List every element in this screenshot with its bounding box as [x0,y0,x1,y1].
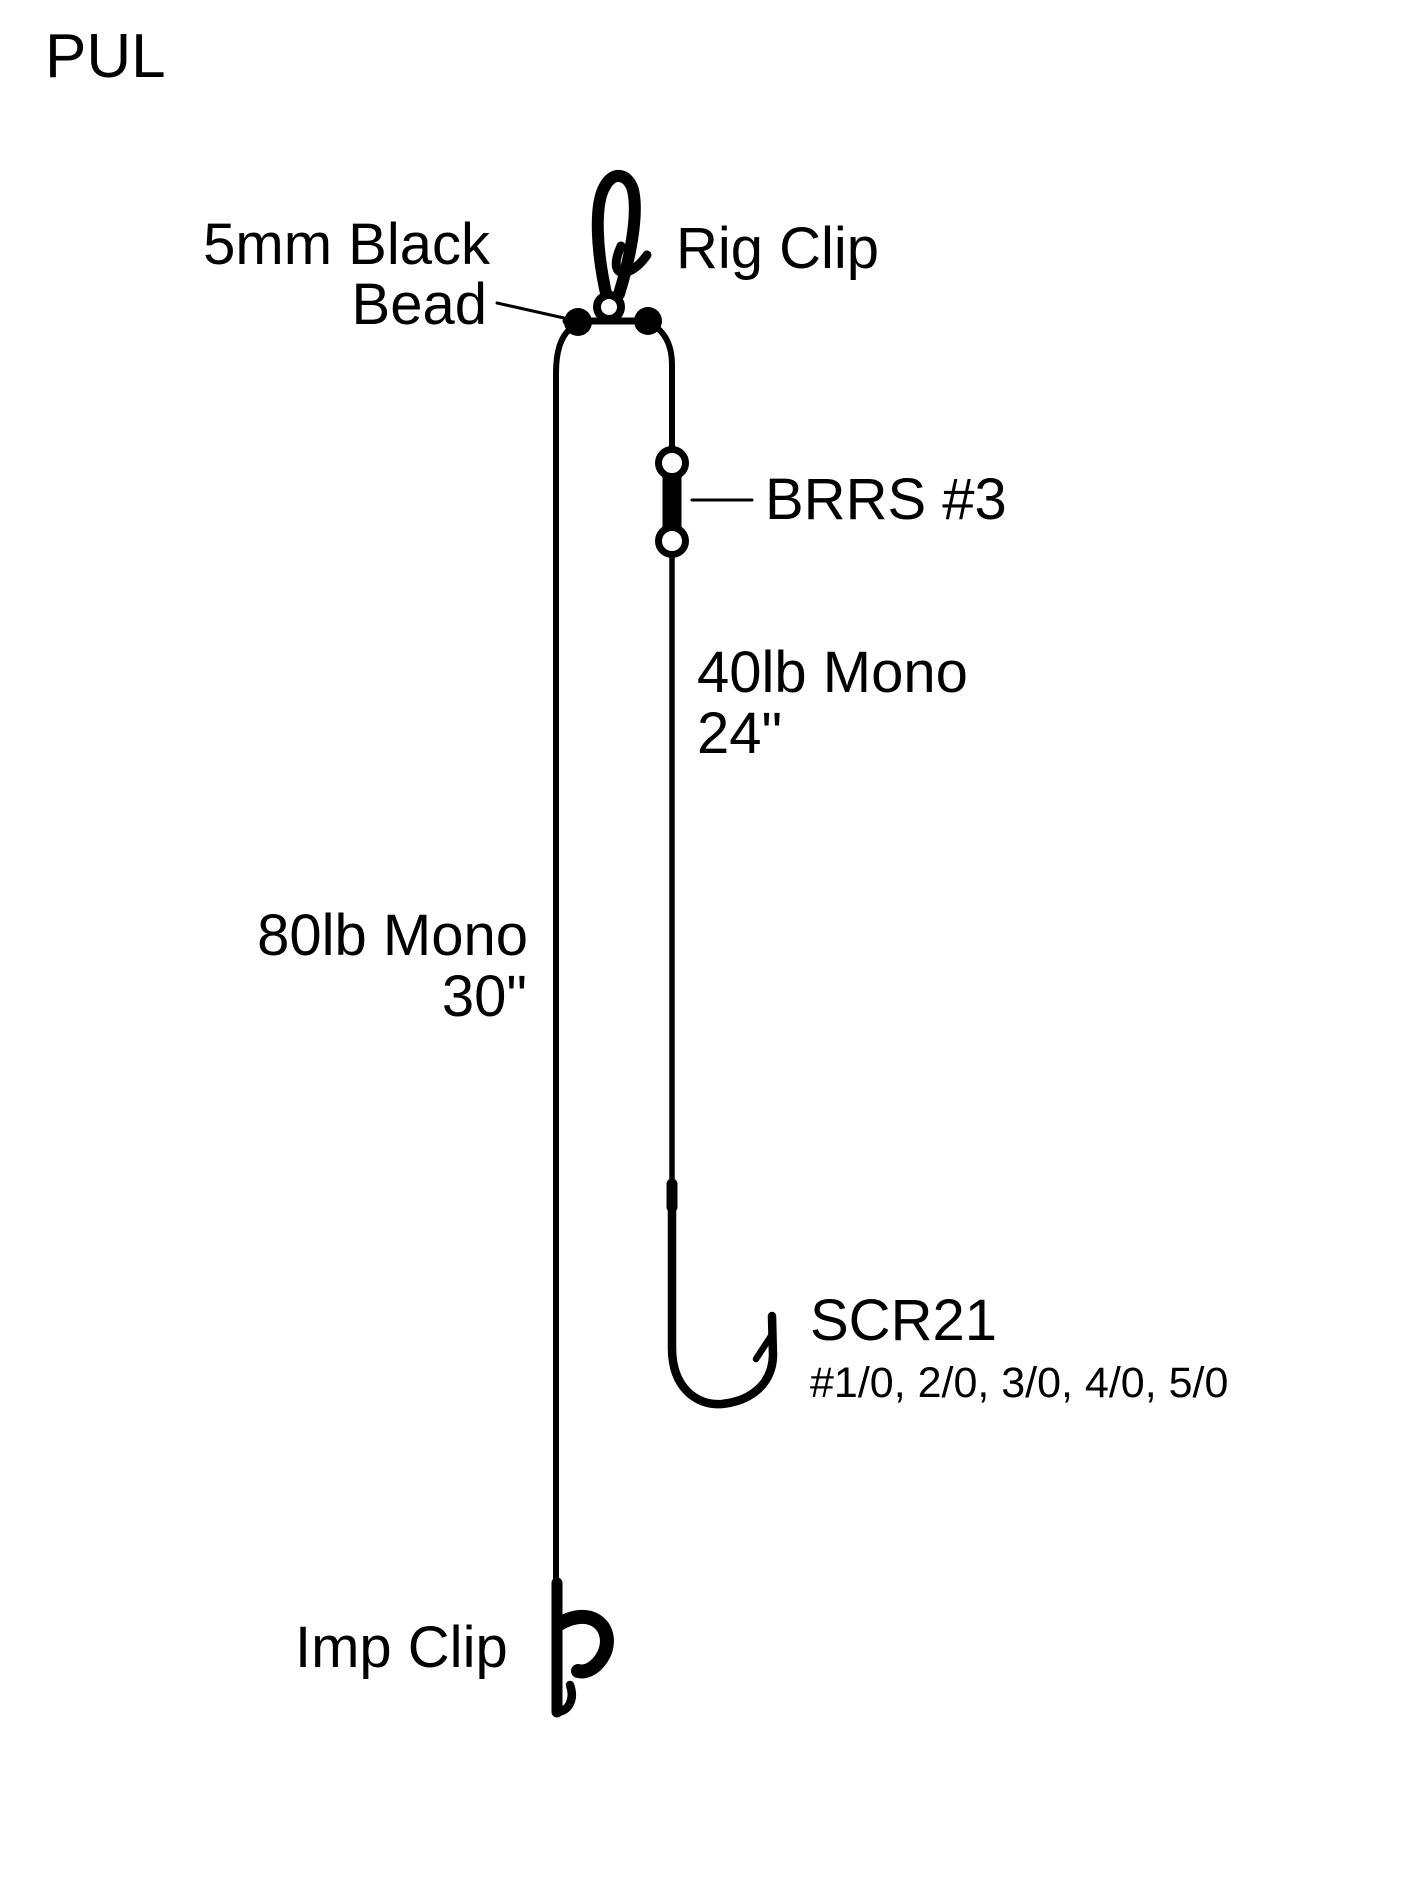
bead-label-line1: 5mm Black [203,212,491,277]
black-bead-right [634,307,662,335]
rig-clip-eye [593,291,625,323]
hook-shape [667,1185,778,1409]
swivel-label: BRRS #3 [765,467,1007,532]
imp-clip-label: Imp Clip [295,1615,508,1680]
hook-barb [752,1332,775,1363]
page-title: PUL [45,22,166,91]
bead-leader-line [495,301,566,320]
black-bead-left [564,308,592,336]
imp-clip-bulge [552,1609,614,1679]
imp-clip-curl [551,1680,576,1717]
hook-model-label: SCR21 [810,1288,997,1353]
swivel-bottom-eye [655,524,689,558]
bead-label-line2: Bead [352,272,487,337]
snood-line-upper [653,324,675,452]
rig-clip-shape [591,170,641,308]
body-line-label-line2: 30" [442,964,527,1029]
rig-clip-label: Rig Clip [676,216,879,281]
body-line-80lb [553,326,573,1585]
swivel-top-eye [655,446,689,480]
swivel-body [662,477,682,527]
snood-line-label-line1: 40lb Mono [697,640,968,705]
snood-line-label-line2: 24" [697,701,782,766]
hook-sizes-label: #1/0, 2/0, 3/0, 4/0, 5/0 [810,1359,1228,1407]
body-line-label-line1: 80lb Mono [257,903,528,968]
rig-clip-catch [611,241,652,277]
